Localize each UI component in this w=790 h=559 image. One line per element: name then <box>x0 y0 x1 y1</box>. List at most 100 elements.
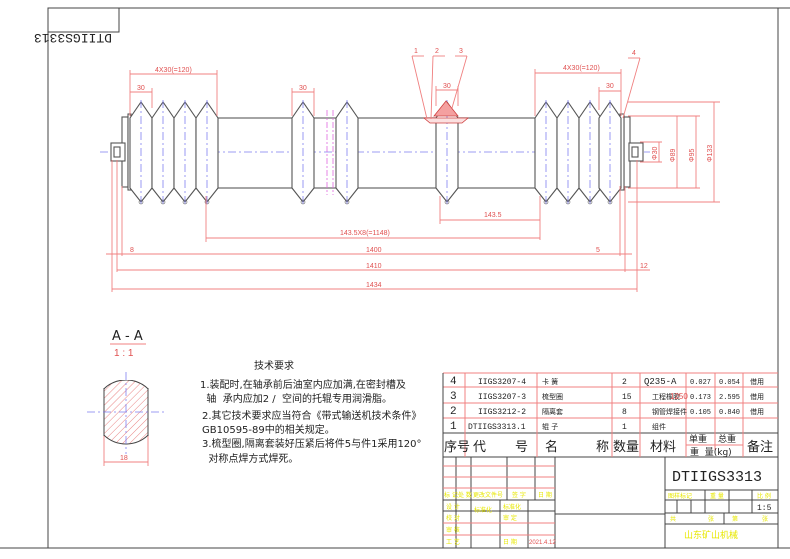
parts-cell-no: 1 <box>450 421 457 433</box>
company-name: 山东矿山机械 <box>684 529 738 541</box>
balloon-1: 1 <box>414 48 418 55</box>
parts-cell-qty: 2 <box>622 378 627 387</box>
parts-cell-total-weight: 0.054 <box>719 379 740 387</box>
tech-req-line: 2.其它技术要求应当符合《带式输送机技术条件》 <box>202 409 422 422</box>
sheet-label: 共 <box>670 515 676 523</box>
main-view: 1 2 3 4 4X30(=120) 30 30 30 4X30(=120) 3… <box>100 48 720 292</box>
parts-cell-no: 3 <box>450 391 457 403</box>
dim-ring-center: 30 <box>443 83 451 90</box>
sheet-label: 张 <box>762 515 768 523</box>
right-shaft-flat <box>631 146 639 158</box>
dim-length-1410: 1410 <box>366 263 382 270</box>
parts-cell-remark: 借用 <box>750 392 764 401</box>
rev-label: 签 字 <box>512 491 526 499</box>
parts-cell-code: IIGS3207-4 <box>478 378 526 387</box>
mirrored-code-box: DTIIGS3313 <box>34 7 120 45</box>
stage-label: 比 例 <box>757 492 771 500</box>
header-total-weight: 总重 <box>718 433 736 445</box>
header-weight-unit: 重 量(kg) <box>690 446 732 458</box>
ring-marker <box>587 199 593 205</box>
rev-label: 处 数 <box>458 491 472 499</box>
stage-label: 重 量 <box>710 492 724 500</box>
header-code: 代 <box>473 440 486 455</box>
tech-req-line: 3.梳型圈,隔离套装好压紧后将件5与件1采用120° <box>202 437 422 450</box>
dim-offset-right-5: 5 <box>596 247 600 254</box>
header-material: 材料 <box>650 440 676 455</box>
ring-marker <box>300 199 306 205</box>
drawing-number: DTIIGS3313 <box>672 469 762 486</box>
parts-cell-name: 辊 子 <box>542 422 558 431</box>
sign-label: 校 对 <box>446 514 460 522</box>
balloon-3: 3 <box>459 48 463 55</box>
left-shaft-flat <box>113 146 121 158</box>
parts-cell-material: 组件 <box>652 422 666 431</box>
parts-cell-remark: 借用 <box>750 377 764 386</box>
header-unit-weight: 单重 <box>689 433 707 445</box>
dim-length-1434: 1434 <box>366 282 382 289</box>
section-scale: 1 : 1 <box>114 348 134 359</box>
parts-cell-name: 梳型圈 <box>542 392 563 401</box>
parts-cell-qty: 1 <box>622 423 627 432</box>
parts-cell-material: 钢管焊接件 <box>652 407 687 416</box>
section-width-dim: 18 <box>120 455 128 462</box>
parts-cell-name: 隔离套 <box>542 407 563 416</box>
dim-pitch-left: 4X30(=120) <box>155 67 192 74</box>
balloon-4: 4 <box>632 50 636 57</box>
mirrored-drawing-code: DTIIGS3313 <box>34 30 112 45</box>
parts-cell-total-weight: 2.595 <box>719 394 740 402</box>
ring-marker <box>182 199 188 205</box>
section-title: A - A <box>112 329 143 344</box>
tech-req-line: 对称点焊方式焊死。 <box>202 452 298 465</box>
dim-dia-body: Φ95 <box>689 149 696 162</box>
parts-cell-material: Q235-A <box>644 377 677 387</box>
date-value: 2021.4.12 <box>529 540 556 546</box>
sign-label: 审 核 <box>446 526 460 534</box>
dim-spacing-total: 143.5X8(=1148) <box>340 230 390 237</box>
parts-cell-no: 4 <box>450 376 457 388</box>
parts-cell-qty: 15 <box>622 393 632 402</box>
sign-mid-label: 日 期 <box>503 538 517 546</box>
dim-offset-left: 8 <box>130 247 134 254</box>
parts-cell-code: IIGS3212-2 <box>478 408 526 417</box>
sign-label: 工 艺 <box>446 538 460 546</box>
ring-marker <box>344 199 350 205</box>
rev-label: 标 记 <box>444 491 458 499</box>
title-block: DTIIGS3313 1:5 标 记 处 数 更改文件号 签 字 日 期 设 计… <box>442 457 778 548</box>
bottom-dimensions: 143.5 143.5X8(=1148) 8 1400 5 1410 12 14… <box>106 160 650 292</box>
scale-value: 1:5 <box>757 504 772 513</box>
parts-cell-total-weight: 0.840 <box>719 409 740 417</box>
header-code: 号 <box>515 440 528 455</box>
sheet-label: 张 <box>708 515 714 523</box>
material-note: 1250 <box>670 392 688 401</box>
ring-marker <box>607 199 613 205</box>
header-no: 序号 <box>444 440 470 455</box>
ring-marker <box>138 199 144 205</box>
ring-marker <box>565 199 571 205</box>
rev-label: 更改文件号 <box>473 491 503 499</box>
rev-label: 日 期 <box>538 491 552 499</box>
dim-spacing-single: 143.5 <box>484 212 502 219</box>
sign-label: 设 计 <box>446 503 460 511</box>
tech-req-line: 1.装配时,在轴承前后油室内应加满,在密封槽及 <box>200 378 406 391</box>
weld-symbol <box>422 100 470 124</box>
dim-pitch-right: 4X30(=120) <box>563 65 600 72</box>
balloon-leaders: 1 2 3 4 <box>411 48 641 120</box>
parts-cell-qty: 8 <box>622 408 627 417</box>
technical-requirements: 技术要求 1.装配时,在轴承前后油室内应加满,在密封槽及 轴 承内应加2 / 空… <box>200 359 422 465</box>
tech-req-line: 轴 承内应加2 / 空间的托辊专用润滑脂。 <box>200 392 392 405</box>
top-dimensions: 4X30(=120) 30 30 30 4X30(=120) 30 <box>129 65 622 116</box>
dim-ring-mid: 30 <box>299 85 307 92</box>
header-remark: 备注 <box>747 439 773 455</box>
parts-cell-name: 卡 簧 <box>542 377 558 386</box>
dim-length-1400: 1400 <box>366 247 382 254</box>
stage-label: 图样标记 <box>668 492 692 500</box>
parts-cell-material: 工程橡胶 <box>652 392 680 401</box>
dim-offset-right-12: 12 <box>640 263 648 270</box>
tech-req-heading: 技术要求 <box>254 359 294 372</box>
dim-ring-left: 30 <box>137 85 145 92</box>
section-a-a: A - A 1 : 1 18 <box>87 329 164 466</box>
dim-dia-tube: Φ89 <box>670 149 677 162</box>
designer-mark: 标准化 <box>474 506 492 514</box>
